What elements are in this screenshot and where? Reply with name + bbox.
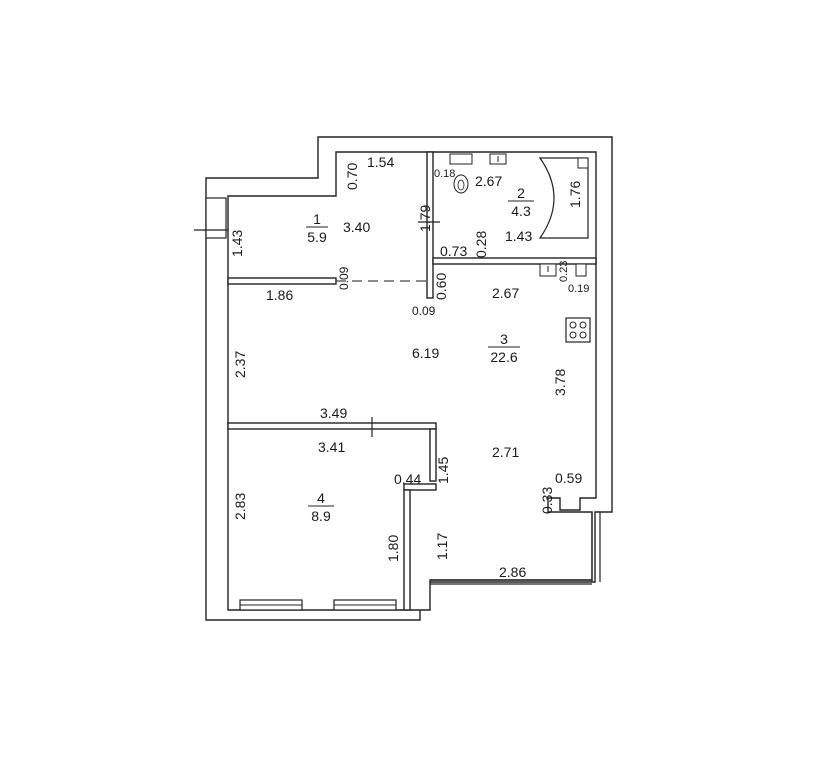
dim-label: 0.18 — [434, 168, 455, 180]
sink-icon — [489, 153, 507, 165]
room-label-4: 4 8.9 — [308, 490, 334, 524]
dim-label: 2.86 — [499, 564, 526, 580]
stove-icon — [565, 317, 591, 343]
dim-label: 6.19 — [412, 345, 439, 361]
balcony-edge — [430, 512, 601, 585]
dim-label: 2.67 — [475, 173, 502, 189]
dim-label: 1.45 — [435, 457, 451, 484]
dim-label: 3.40 — [343, 219, 370, 235]
dim-label: 3.41 — [318, 439, 345, 455]
room-number: 2 — [517, 185, 525, 201]
dim-label: 1.17 — [434, 533, 450, 560]
room-number: 1 — [313, 211, 321, 227]
dim-label: 0.09 — [337, 266, 351, 290]
dim-label: 1.80 — [385, 535, 401, 562]
room-area: 8.9 — [311, 508, 331, 524]
windows — [194, 197, 397, 611]
room-number: 3 — [500, 331, 508, 347]
room-area: 4.3 — [511, 203, 531, 219]
dim-label: 0.19 — [568, 283, 589, 295]
room-area: 22.6 — [490, 349, 517, 365]
kitchen-sink-icon — [539, 263, 587, 277]
dim-label: 0.23 — [558, 261, 570, 282]
dim-label: 0.60 — [433, 273, 449, 300]
dimension-labels: 1.54 0.18 2.67 3.40 0.73 1.43 2.67 0.19 … — [266, 154, 589, 580]
dim-label: 2.67 — [492, 285, 519, 301]
door-marks — [371, 221, 440, 437]
dim-label: 1.79 — [417, 205, 433, 232]
dim-label: 0.44 — [394, 471, 421, 487]
dim-label: 0.09 — [412, 304, 436, 318]
room-number: 4 — [317, 490, 325, 506]
room-area: 5.9 — [307, 229, 327, 245]
dim-label: 0.59 — [555, 470, 582, 486]
toilet-icon — [449, 153, 473, 194]
dim-label: 1.76 — [567, 181, 583, 208]
dim-label: 1.86 — [266, 287, 293, 303]
dim-label: 3.78 — [552, 369, 568, 396]
dim-label: 1.43 — [505, 228, 532, 244]
dim-label: 0.73 — [440, 243, 467, 259]
room-label-3: 3 22.6 — [488, 331, 520, 365]
bathtub-icon — [538, 157, 589, 239]
dim-label: 2.83 — [232, 493, 248, 520]
dim-label: 2.71 — [492, 444, 519, 460]
room-label-1: 1 5.9 — [306, 211, 328, 245]
dimension-labels-vertical: 0.70 1.76 1.43 1.79 0.28 0.09 0.60 0.23 … — [229, 163, 583, 562]
dim-label: 3.49 — [320, 405, 347, 421]
dim-label: 0.33 — [539, 487, 555, 514]
dim-label: 0.70 — [344, 163, 360, 190]
dim-label: 0.28 — [473, 231, 489, 258]
dim-label: 1.54 — [367, 154, 394, 170]
interior-walls — [227, 151, 597, 611]
dim-label: 1.43 — [229, 230, 245, 257]
room-label-2: 2 4.3 — [508, 185, 534, 219]
dim-label: 2.37 — [232, 351, 248, 378]
